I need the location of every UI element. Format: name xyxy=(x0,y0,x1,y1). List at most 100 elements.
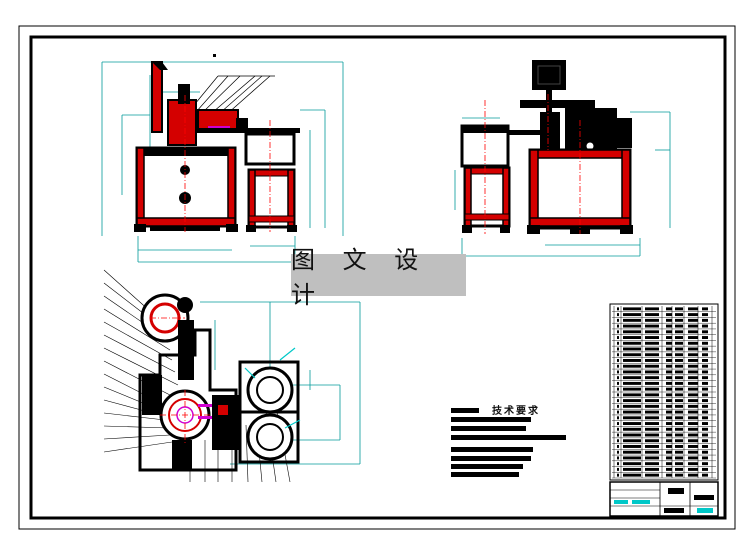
parts-row-text xyxy=(702,439,708,443)
parts-row-text xyxy=(645,307,659,311)
parts-row-text xyxy=(623,347,641,351)
watermark: 图 文 设 计 xyxy=(291,246,466,309)
parts-row-text xyxy=(617,364,619,368)
parts-row-text xyxy=(675,376,683,380)
parts-row-text xyxy=(702,370,708,374)
parts-row-text xyxy=(702,422,708,425)
parts-row-text xyxy=(645,381,659,385)
parts-row-text xyxy=(675,427,683,431)
parts-row-text xyxy=(666,462,672,466)
parts-row-text xyxy=(645,364,659,368)
parts-row-text xyxy=(623,364,641,368)
parts-row-text xyxy=(623,381,641,385)
parts-row-text xyxy=(688,347,698,351)
parts-row-text xyxy=(645,456,659,460)
parts-row-text xyxy=(666,439,672,443)
parts-row-text xyxy=(688,318,698,322)
parts-row-text xyxy=(617,307,619,311)
parts-row-text xyxy=(645,410,659,414)
parts-row-text xyxy=(675,439,683,443)
parts-row-text xyxy=(666,364,672,368)
parts-row-text xyxy=(688,427,698,431)
parts-row-text xyxy=(688,364,698,368)
parts-row-text xyxy=(666,336,672,339)
parts-row-text xyxy=(688,410,698,414)
parts-row-text xyxy=(702,462,708,466)
parts-row-text xyxy=(645,427,659,431)
parts-row-text xyxy=(617,313,619,317)
parts-row-text xyxy=(623,404,641,408)
parts-row-text xyxy=(623,336,641,339)
parts-row-text xyxy=(645,439,659,443)
parts-row-text xyxy=(666,381,672,385)
parts-row-text xyxy=(702,324,708,328)
front-view xyxy=(101,54,344,263)
parts-row-text xyxy=(702,364,708,368)
parts-row-text xyxy=(702,318,708,322)
parts-row-text xyxy=(688,393,698,397)
parts-row-text xyxy=(645,376,659,380)
parts-row-text xyxy=(675,433,683,437)
parts-row-text xyxy=(675,364,683,368)
parts-row-text xyxy=(702,399,708,403)
parts-row-text xyxy=(675,307,683,311)
parts-row-text xyxy=(645,393,659,397)
parts-row-text xyxy=(688,462,698,466)
side-view xyxy=(454,60,671,257)
parts-row-text xyxy=(688,433,698,437)
parts-row-text xyxy=(666,359,672,362)
parts-row-text xyxy=(645,324,659,328)
parts-row-text xyxy=(617,393,619,397)
parts-row-text xyxy=(702,353,708,357)
parts-row-text xyxy=(688,422,698,425)
parts-row-text xyxy=(666,341,672,345)
parts-row-text xyxy=(666,387,672,391)
parts-row-text xyxy=(702,404,708,408)
parts-row-text xyxy=(702,376,708,380)
parts-row-text xyxy=(666,376,672,380)
parts-row-text xyxy=(617,399,619,403)
parts-row-text xyxy=(666,456,672,460)
parts-row-text xyxy=(675,393,683,397)
parts-row-text xyxy=(702,473,708,477)
parts-row-text xyxy=(688,439,698,443)
parts-row-text xyxy=(666,416,672,420)
parts-row-text xyxy=(688,387,698,391)
parts-row-text xyxy=(675,456,683,460)
parts-row-text xyxy=(688,376,698,380)
parts-row-text xyxy=(645,399,659,403)
parts-row-text xyxy=(645,450,659,454)
title-block xyxy=(609,481,719,517)
parts-row-text xyxy=(702,359,708,362)
parts-row-text xyxy=(702,416,708,420)
parts-row-text xyxy=(645,370,659,374)
parts-row-text xyxy=(645,416,659,420)
parts-row-text xyxy=(645,347,659,351)
parts-row-text xyxy=(623,416,641,420)
parts-row-text xyxy=(688,399,698,403)
parts-row-text xyxy=(675,445,683,448)
parts-row-text xyxy=(688,381,698,385)
parts-row-text xyxy=(702,450,708,454)
parts-row-text xyxy=(675,387,683,391)
parts-row-text xyxy=(675,422,683,425)
parts-row-text xyxy=(702,381,708,385)
parts-row-text xyxy=(623,439,641,443)
parts-row-text xyxy=(688,370,698,374)
parts-row-text xyxy=(645,404,659,408)
parts-row-text xyxy=(675,399,683,403)
parts-row-text xyxy=(617,370,619,374)
parts-row-text xyxy=(645,422,659,425)
parts-row-text xyxy=(623,450,641,454)
parts-row-text xyxy=(688,450,698,454)
parts-row-text xyxy=(702,467,708,471)
parts-row-text xyxy=(623,353,641,357)
parts-row-text xyxy=(702,347,708,351)
parts-row-text xyxy=(617,404,619,408)
parts-row-text xyxy=(623,445,641,448)
parts-row-text xyxy=(617,467,619,471)
parts-row-text xyxy=(617,473,619,477)
parts-row-text xyxy=(688,456,698,460)
parts-row-text xyxy=(666,393,672,397)
